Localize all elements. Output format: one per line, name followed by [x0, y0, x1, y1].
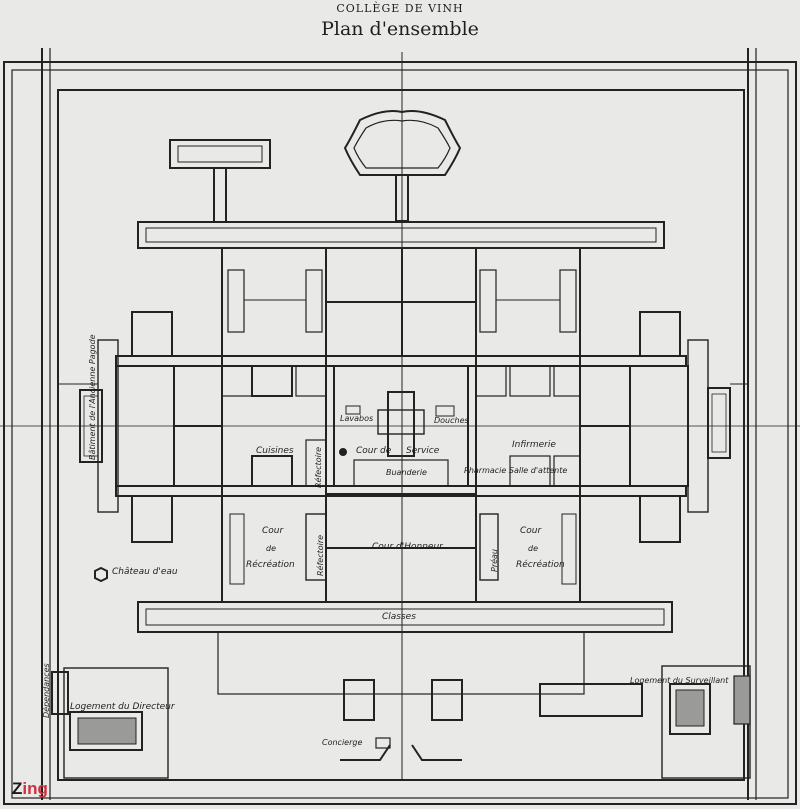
label-rec-left-2: de [266, 544, 276, 553]
recreation-court-right [475, 495, 581, 603]
upper-left-court [221, 247, 327, 357]
gate-pavilion-right [431, 679, 463, 721]
label-service-court-2: Service [406, 446, 440, 456]
label-refectory-upper: Réfectoire [314, 446, 323, 488]
label-showers: Douches [434, 416, 469, 425]
surveillant-house [669, 683, 711, 735]
label-laundry: Buanderie [386, 468, 427, 477]
front-garden [217, 631, 585, 695]
zing-logo: Zing [12, 779, 48, 799]
plan-title: Plan d'ensemble [321, 18, 479, 40]
label-kitchens: Cuisines [256, 446, 294, 456]
label-surveillant-lodging: Logement du Surveillant [630, 676, 729, 685]
label-washbasins: Lavabos [340, 414, 374, 423]
upper-right-court [475, 247, 581, 357]
label-rec-right-2: de [528, 544, 538, 553]
label-rec-right-3: Récréation [516, 560, 565, 570]
label-concierge: Concierge [322, 738, 363, 747]
label-pagoda-building: Bâtiment de l'Ancienne Pagode [88, 334, 97, 460]
zing-logo-rest: ing [22, 779, 48, 798]
label-service-court-1: Cour de [356, 446, 392, 456]
right-dorm-upper [639, 311, 681, 357]
college-enclosure [57, 89, 745, 781]
label-rec-left-3: Récréation [246, 560, 295, 570]
outer-road-line [3, 61, 797, 805]
label-refectory-lower: Réfectoire [316, 534, 325, 576]
director-lot [63, 667, 169, 779]
label-rec-left-1: Cour [262, 526, 284, 536]
entrance-walls [340, 744, 462, 761]
top-left-annex [169, 139, 271, 169]
left-dorm-upper [131, 311, 173, 357]
surveillant-annex [539, 683, 643, 717]
college-title: COLLÈGE DE VINH [336, 2, 464, 15]
label-dependencies: Dépendances [42, 663, 51, 718]
label-covered-yard: Préau [490, 548, 499, 572]
concierge-lodge [375, 737, 391, 749]
director-house [69, 711, 143, 751]
top-pavilion [343, 110, 462, 176]
label-water-tower: Château d'eau [112, 567, 178, 577]
zing-logo-z: Z [12, 779, 23, 798]
central-service-building [387, 391, 415, 457]
label-honour-court: Cour d'Honneur [372, 542, 443, 552]
label-director-lodging: Logement du Directeur [70, 702, 175, 712]
right-end-pavilion [707, 387, 731, 459]
kitchen-block-lower [251, 455, 293, 487]
outer-road-line-inner [11, 69, 789, 799]
annex-link [213, 167, 227, 223]
right-dorm-lower [639, 495, 681, 543]
upper-cross-corridor [115, 355, 687, 367]
left-dorm-lower [131, 495, 173, 543]
label-infirmary: Infirmerie [512, 440, 556, 450]
label-classes: Classes [382, 612, 416, 622]
gate-pavilion-left [343, 679, 375, 721]
kitchen-block-upper [251, 365, 293, 397]
dependencies-block [51, 671, 69, 715]
label-rec-right-1: Cour [520, 526, 542, 536]
water-tower-symbol [94, 566, 108, 583]
label-pharmacy: Pharmacie Salle d'attente [464, 466, 568, 475]
ancient-pagoda-building [79, 389, 103, 463]
top-classroom-wing [137, 221, 665, 249]
